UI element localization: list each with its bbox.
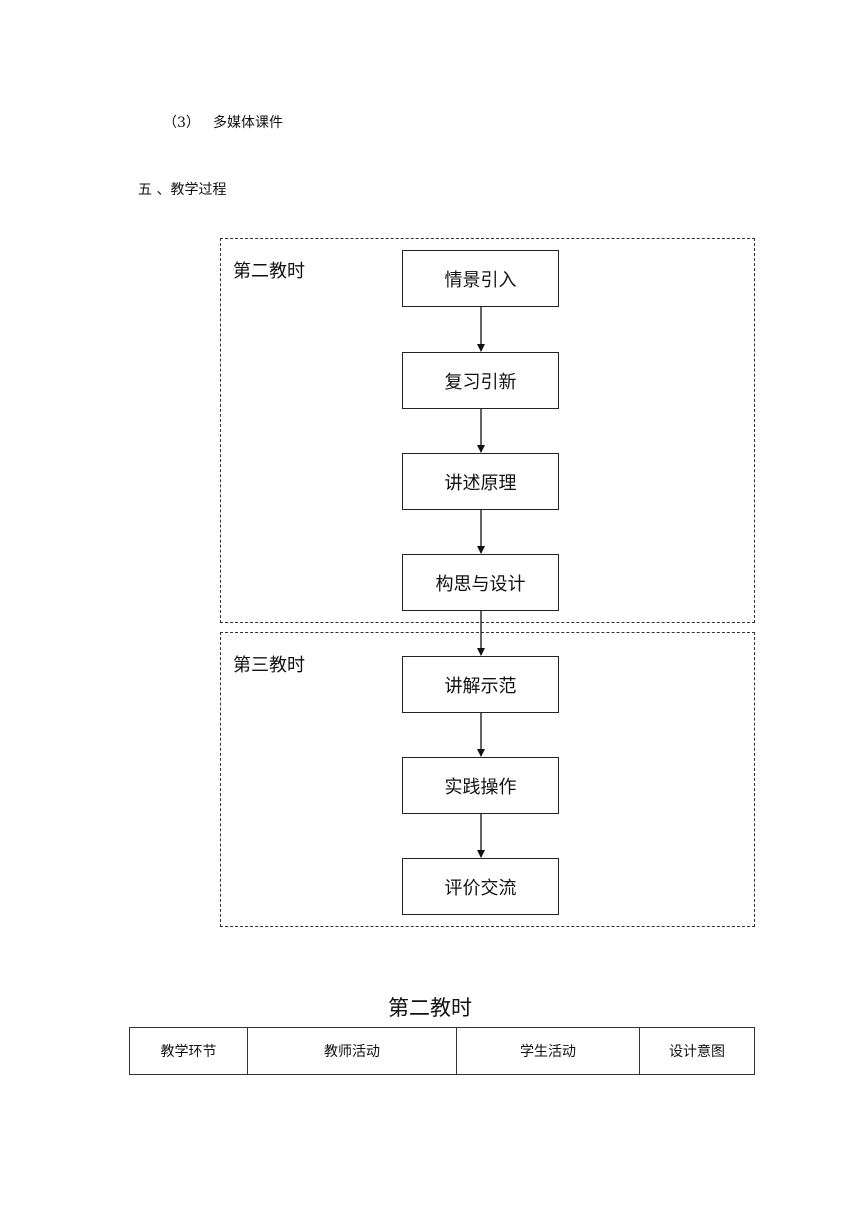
step-label: 复习引新	[444, 371, 517, 393]
session-label-second: 第二教时	[233, 261, 305, 282]
table-title: 第二教时	[388, 996, 472, 1020]
step-review: 复习引新	[402, 352, 559, 409]
session-box-second	[220, 238, 755, 623]
item-number: （3）	[163, 115, 200, 131]
step-evaluation: 评价交流	[402, 858, 559, 915]
header-teaching-stage: 教学环节	[129, 1027, 248, 1075]
step-label: 讲解示范	[444, 675, 517, 697]
session-label-third: 第三教时	[233, 655, 305, 676]
step-principle: 讲述原理	[402, 453, 559, 510]
header-student-activity: 学生活动	[456, 1027, 640, 1075]
step-label: 评价交流	[444, 877, 517, 899]
item-text: 多媒体课件	[213, 115, 283, 131]
session-box-third	[220, 632, 755, 927]
step-label: 讲述原理	[444, 472, 517, 494]
step-intro: 情景引入	[402, 250, 559, 307]
materials-item: （3） 多媒体课件	[163, 112, 283, 132]
step-practice: 实践操作	[402, 757, 559, 814]
lesson-table: 教学环节 教师活动 学生活动 设计意图	[129, 1027, 755, 1075]
table-header-row: 教学环节 教师活动 学生活动 设计意图	[129, 1027, 755, 1075]
step-label: 构思与设计	[435, 573, 526, 595]
header-teacher-activity: 教师活动	[247, 1027, 457, 1075]
step-demo: 讲解示范	[402, 656, 559, 713]
step-label: 情景引入	[444, 269, 517, 291]
header-design-intent: 设计意图	[639, 1027, 755, 1075]
step-label: 实践操作	[444, 776, 517, 798]
section-heading: 五 、教学过程	[138, 182, 227, 198]
step-design: 构思与设计	[402, 554, 559, 611]
